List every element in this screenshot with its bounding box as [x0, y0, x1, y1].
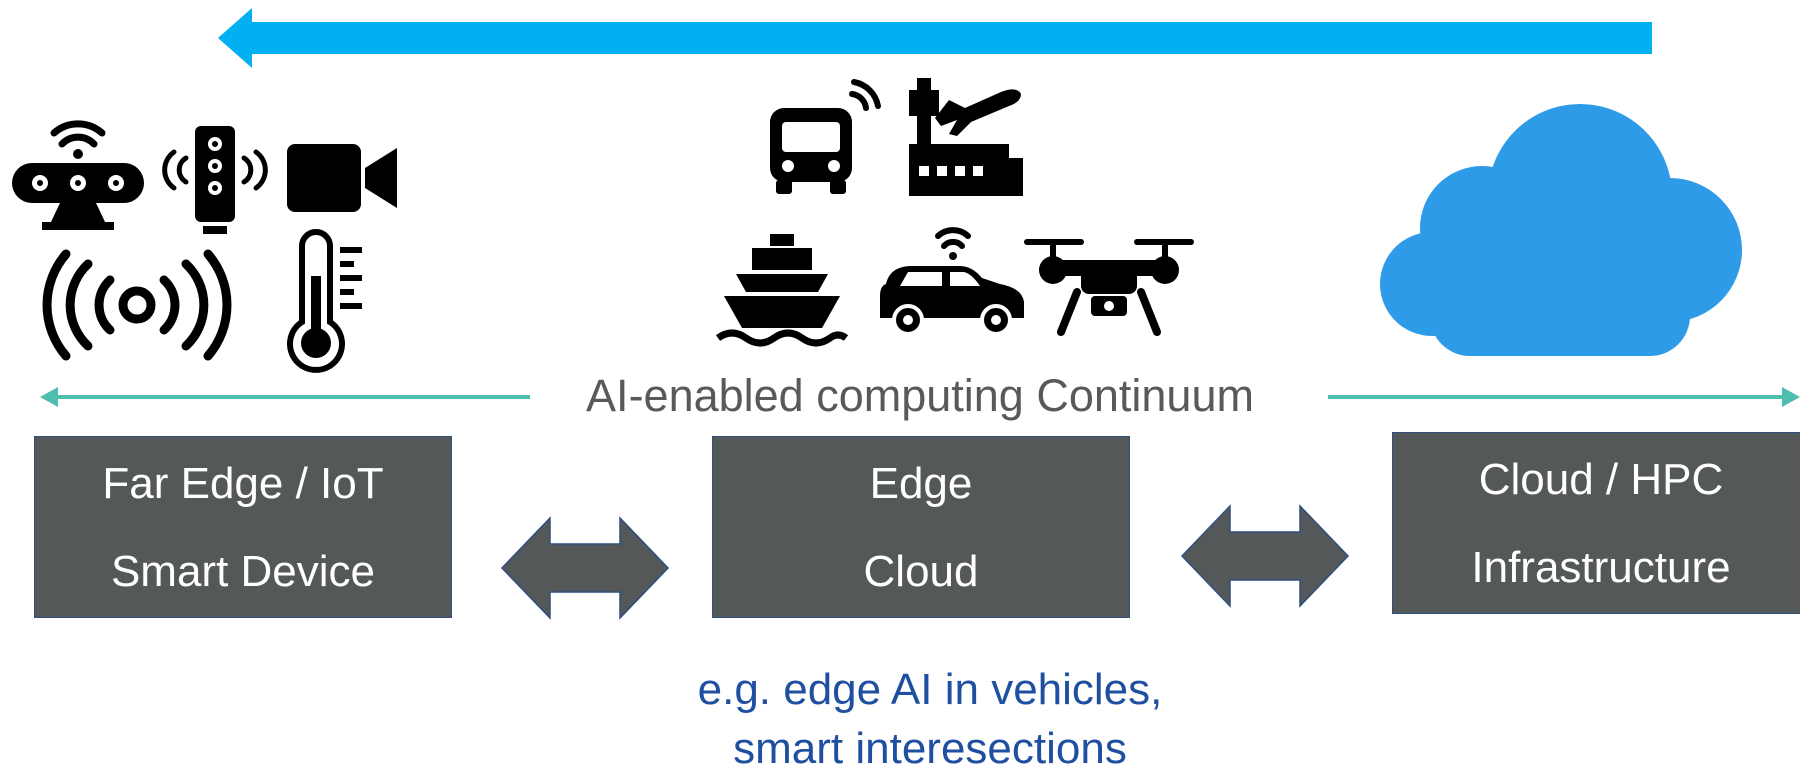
continuum-label: AI-enabled computing Continuum	[586, 370, 1254, 421]
ship-icon	[715, 234, 849, 347]
iot-sensor-signal-icon	[162, 126, 268, 234]
caption-line-2: smart interesections	[733, 724, 1127, 773]
wifi-speaker-hub-icon	[12, 120, 144, 230]
edge-subtitle: Cloud	[863, 547, 979, 596]
airport-icon	[909, 78, 1023, 196]
drone-icon	[1024, 239, 1194, 336]
broadcast-signal-icon	[42, 249, 232, 361]
caption-line-1: e.g. edge AI in vehicles,	[697, 665, 1163, 714]
double-arrow-left	[500, 516, 670, 620]
edge-title: Edge	[869, 459, 973, 508]
far-edge-subtitle: Smart Device	[110, 547, 376, 596]
cloud-hpc-box: Cloud / HPC Infrastructure	[1392, 432, 1800, 614]
connected-car-icon	[880, 227, 1024, 336]
edge-box: Edge Cloud	[712, 436, 1130, 618]
cloud-icon	[1380, 104, 1742, 356]
cloud-hpc-subtitle: Infrastructure	[1471, 543, 1731, 592]
double-arrow-right	[1180, 504, 1350, 608]
far-edge-title: Far Edge / IoT	[102, 459, 384, 508]
edge-caption: e.g. edge AI in vehicles, smart interese…	[610, 660, 1250, 778]
video-camera-icon	[287, 144, 397, 212]
cloud-hpc-title: Cloud / HPC	[1478, 455, 1724, 504]
far-edge-box: Far Edge / IoT Smart Device	[34, 436, 452, 618]
connected-bus-icon	[770, 79, 881, 194]
thermometer-icon	[287, 229, 362, 373]
